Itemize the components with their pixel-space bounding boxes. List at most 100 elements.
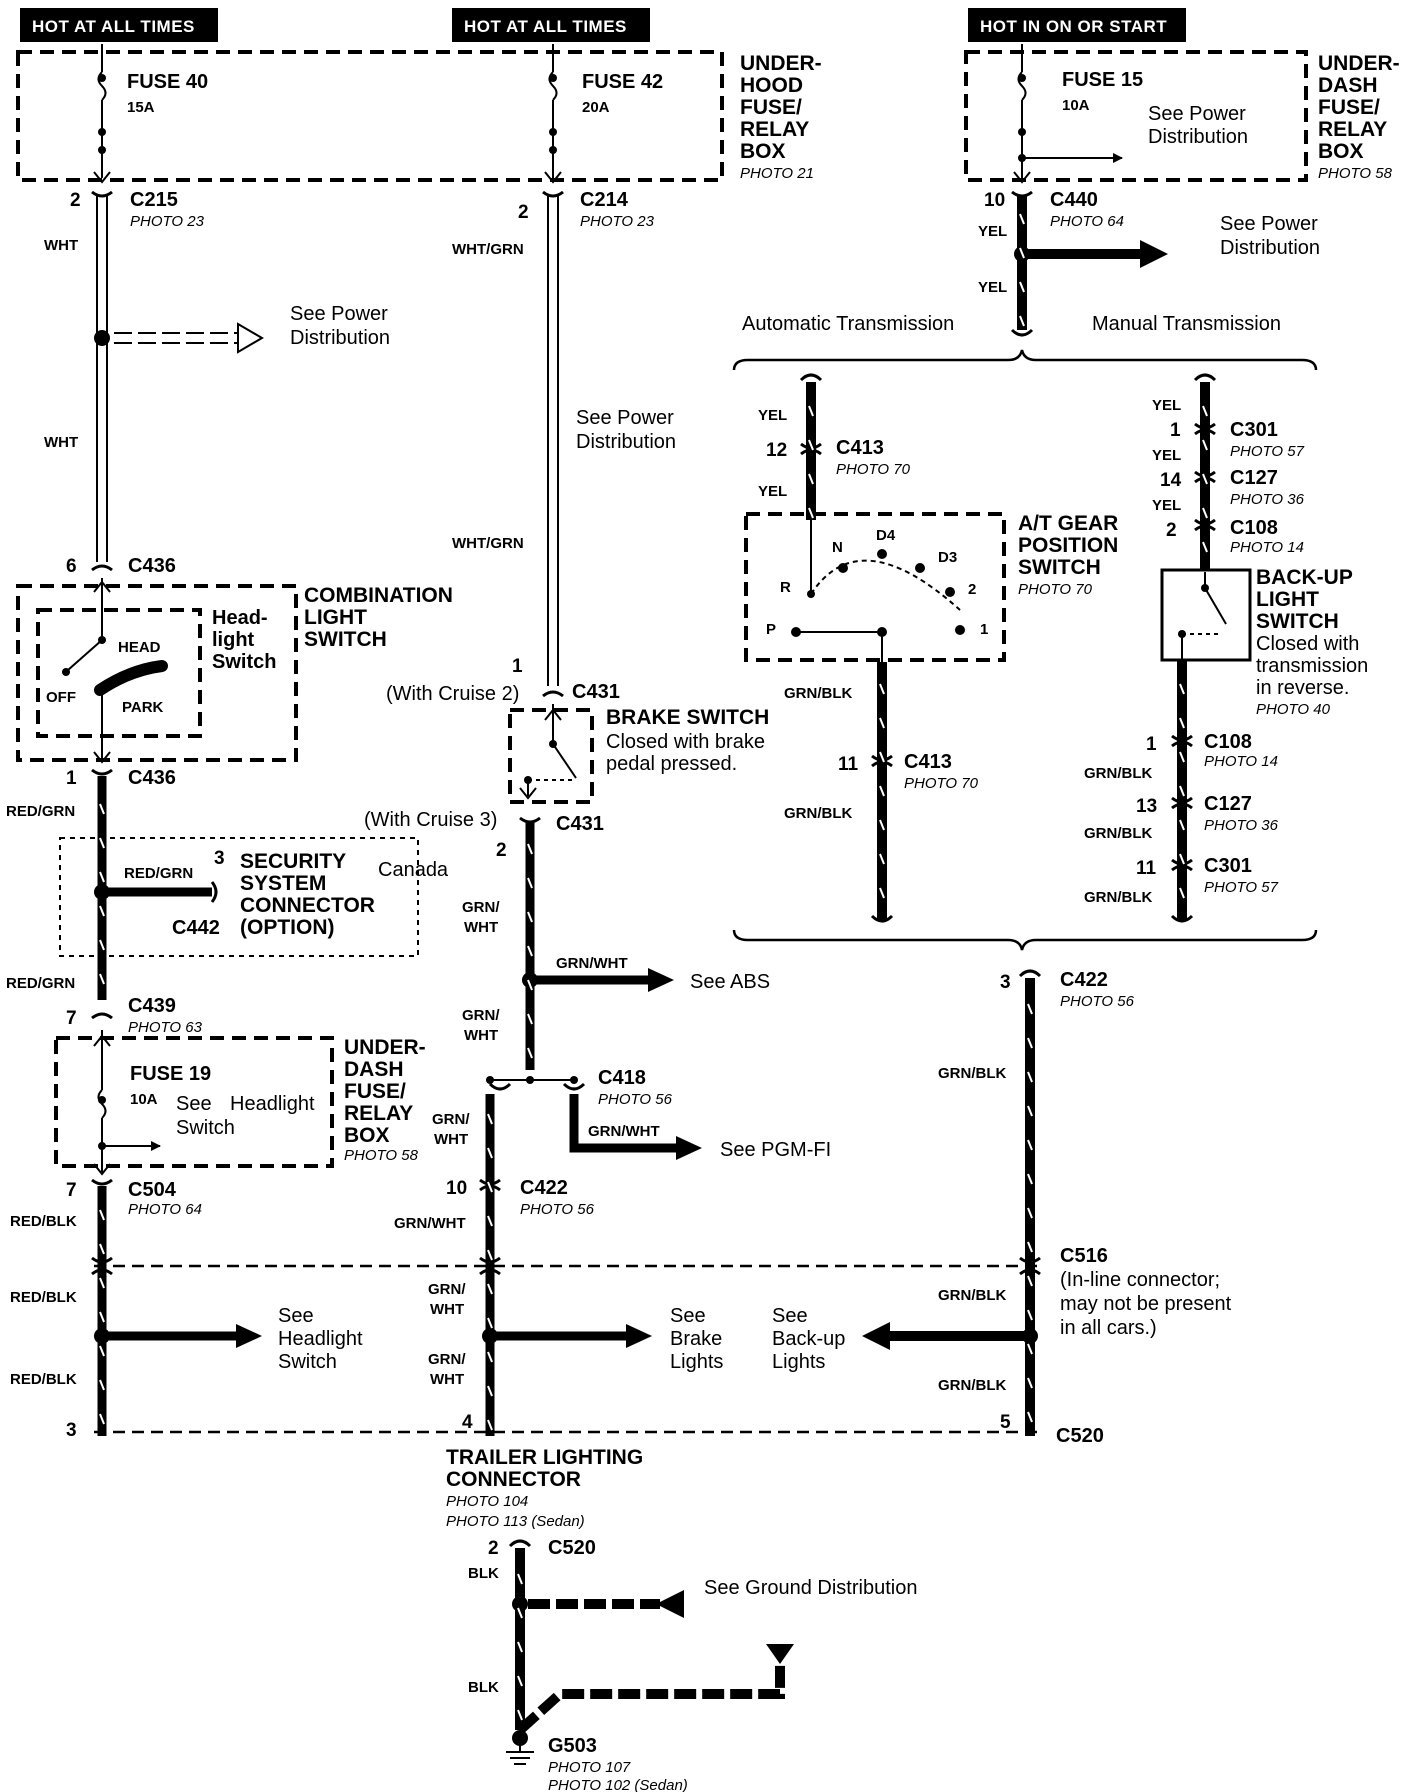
c413a-connector-bottom [800, 448, 822, 456]
svg-text:BRAKE SWITCH: BRAKE SWITCH [606, 706, 769, 729]
switch-pos-off: OFF [46, 689, 76, 706]
wire-stripe-tick [1027, 1139, 1033, 1151]
svg-text:GRN/: GRN/ [462, 899, 500, 916]
c520a-label: C520 [1056, 1425, 1104, 1447]
svg-text:DASH: DASH [1318, 74, 1378, 97]
svg-text:WHT: WHT [464, 1027, 498, 1044]
c301b-label: C301 [1204, 855, 1252, 877]
svg-text:A/T GEAR: A/T GEAR [1018, 512, 1118, 535]
fuse-40-rating: 15A [127, 99, 155, 116]
fuse-15-rating: 10A [1062, 97, 1090, 114]
svg-text:Closed with brake: Closed with brake [606, 731, 765, 753]
security-region-canada: Canada [378, 859, 449, 881]
svg-text:UNDER-: UNDER- [1318, 52, 1400, 75]
wire-stripe-tick [527, 979, 533, 991]
c215-connector [91, 190, 113, 198]
wire-stripe-tick [1202, 439, 1208, 451]
gear-pos-r: R [780, 579, 791, 596]
c413a-photo: PHOTO 70 [836, 461, 911, 478]
c431b-connector [519, 816, 541, 824]
mt-wire-top-cap [1193, 373, 1217, 382]
wire-stripe-tick [879, 887, 885, 899]
wire-label-blk-1: BLK [468, 1565, 499, 1582]
with-cruise-3: (With Cruise 3) [364, 809, 497, 831]
security-wire-label: RED/GRN [124, 865, 193, 882]
svg-text:RELAY: RELAY [344, 1102, 413, 1125]
c301a-connector-top [1194, 422, 1216, 430]
c520-pin-5: 5 [1000, 1412, 1011, 1433]
wire-label-wht-2: WHT [44, 434, 78, 451]
right-power-branch-arrow [1140, 240, 1168, 268]
fuse-15-note-1: See Power [1148, 103, 1246, 125]
pgmfi-wire-label: GRN/WHT [588, 1123, 660, 1140]
wire-stripe-tick [487, 1215, 493, 1227]
wire-stripe-tick [1019, 213, 1025, 225]
c422b-connector-top [479, 1178, 501, 1186]
wire-label-wht-grn-2: WHT/GRN [452, 535, 524, 552]
wire-label-c422-grn-blk: GRN/BLK [938, 1065, 1006, 1082]
c301b-photo: PHOTO 57 [1204, 879, 1279, 896]
abs-wire-label: GRN/WHT [556, 955, 628, 972]
c504-connector [91, 1178, 113, 1186]
wire-stripe-tick [1027, 1275, 1033, 1287]
svg-text:POSITION: POSITION [1018, 534, 1118, 557]
wire-stripe-tick [99, 837, 105, 849]
c436b-connector [91, 768, 113, 776]
headlight-switch-label: Head- light Switch [212, 607, 276, 673]
c520b-connector [508, 1539, 532, 1548]
c127b-pin: 13 [1136, 796, 1157, 817]
wire-stripe-tick [527, 1047, 533, 1059]
svg-text:Headlight: Headlight [278, 1328, 363, 1350]
wire-stripe-tick [487, 1385, 493, 1397]
c127b-connector-bottom [1171, 802, 1193, 810]
c422a-label: C422 [1060, 969, 1108, 991]
svg-text:See: See [670, 1305, 706, 1327]
see-power-dist-left-1: See Power [290, 303, 388, 325]
svg-text:HOOD: HOOD [740, 74, 803, 97]
c436a-connector [91, 564, 113, 572]
wire-stripe-tick [487, 1249, 493, 1261]
svg-text:Lights: Lights [670, 1351, 723, 1373]
security-connector-label: SECURITY SYSTEM CONNECTOR (OPTION) [240, 850, 375, 939]
ground-shield-arrow [766, 1644, 794, 1664]
wire-label-blk-2: BLK [468, 1679, 499, 1696]
c520-pin-4: 4 [462, 1412, 473, 1433]
wire-label-at-yel-2: YEL [758, 483, 787, 500]
svg-text:DASH: DASH [344, 1058, 404, 1081]
c413b-pin: 11 [838, 754, 859, 775]
header-hot-left-text: HOT AT ALL TIMES [32, 17, 195, 36]
gear-pos-1: 1 [980, 621, 988, 638]
svg-text:in reverse.: in reverse. [1256, 677, 1349, 699]
at-gear-switch-symbol [791, 520, 965, 662]
svg-text:See: See [772, 1305, 808, 1327]
wire-stripe-tick [99, 1345, 105, 1357]
header-hot-middle-text: HOT AT ALL TIMES [464, 17, 627, 36]
c301a-pin: 1 [1170, 420, 1181, 441]
svg-text:may not be present: may not be present [1060, 1293, 1232, 1315]
svg-text:BACK-UP: BACK-UP [1256, 566, 1353, 589]
see-power-dist-right-2: Distribution [1220, 237, 1320, 259]
wire-label-c516-grn-blk-1: GRN/BLK [938, 1287, 1006, 1304]
c520b-label: C520 [548, 1537, 596, 1559]
c108b-pin: 1 [1146, 734, 1157, 755]
c413b-photo: PHOTO 70 [904, 775, 979, 792]
abs-branch-arrow [648, 968, 674, 992]
fuse-19-symbol [93, 1030, 161, 1176]
c440-photo: PHOTO 64 [1050, 213, 1124, 230]
backup-lights-arrow [862, 1322, 890, 1350]
fuse-15-symbol [1013, 44, 1123, 184]
svg-text:RELAY: RELAY [1318, 118, 1387, 141]
svg-text:COMBINATION: COMBINATION [304, 584, 453, 607]
wire-label-red-blk-1: RED/BLK [10, 1213, 77, 1230]
wire-stripe-tick [487, 1181, 493, 1193]
svg-text:SWITCH: SWITCH [304, 628, 387, 651]
svg-text:Switch: Switch [212, 651, 276, 673]
c439-connector [91, 1012, 113, 1020]
c301a-connector-bottom [1194, 428, 1216, 436]
see-power-dist-mid-2: Distribution [576, 431, 676, 453]
gear-pos-p: P [766, 621, 776, 638]
wire-label-mt-yel-2: YEL [1152, 447, 1181, 464]
wire-stripe-tick [1202, 405, 1208, 417]
splice-left-power [94, 330, 110, 346]
wire-stripe-tick [487, 1147, 493, 1159]
